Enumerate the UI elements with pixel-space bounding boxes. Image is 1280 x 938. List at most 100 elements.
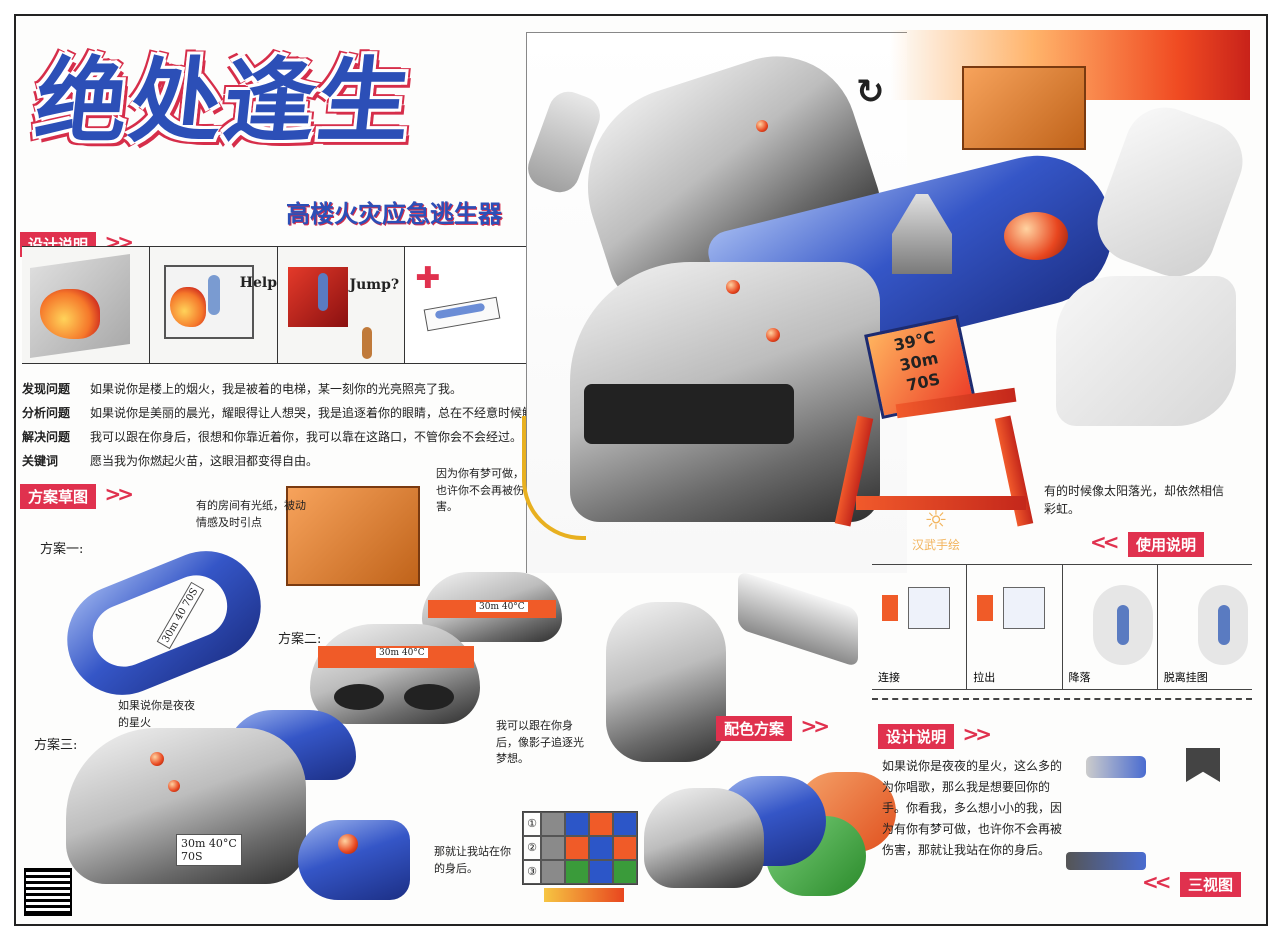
- person-rappelling: [1086, 96, 1254, 288]
- swatch: [589, 860, 613, 884]
- window-icon: [1003, 587, 1046, 629]
- person-figure: [1116, 605, 1129, 645]
- poster-subtitle: 高楼火灾应急逃生器: [286, 200, 502, 228]
- info-row-2: 分析问题 如果说你是美丽的晨光，耀眼得让人想哭，我是追逐着你的眼睛，总在不经意时候…: [22, 404, 582, 421]
- swatch-row-label: ①: [523, 812, 541, 836]
- qr-code: [24, 868, 72, 916]
- section-tag-three-view: << 三视图: [1142, 870, 1242, 897]
- story-panel-4: ✚: [405, 247, 532, 363]
- main-device-slot: [584, 384, 794, 444]
- section-tag-sketch: 方案草图 >>: [20, 482, 134, 509]
- note-stand: 那就让我站在你的身后。: [434, 845, 511, 875]
- watermark: ☼ 汉武手绘: [912, 506, 960, 553]
- swatch: [541, 836, 565, 860]
- front-view-device: [606, 602, 726, 762]
- note-hand: 如果说你是夜夜的星火: [118, 699, 195, 729]
- wall-cabinet: [286, 486, 420, 586]
- info-row-1: 发现问题如果说你是楼上的烟火，我是被着的电梯，某一刻你的光亮照亮了我。: [22, 380, 462, 397]
- scheme3-screen-line1: 30m 40°C: [181, 837, 237, 850]
- swatch: [541, 860, 565, 884]
- section-tag-label: 配色方案: [724, 720, 785, 738]
- right-note: 有的时候像太阳落光，却依然相信彩虹。: [1044, 484, 1225, 516]
- info-label: 分析问题: [22, 406, 71, 420]
- three-view-side: [1186, 748, 1220, 782]
- design-desc2-text: 如果说你是夜夜的星火，这么多的为你唱歌，那么我是想要回你的手。你看我，多么想小小…: [882, 759, 1063, 857]
- color-variant-grey: [644, 788, 764, 888]
- usage-step-3: 降落: [1063, 565, 1158, 689]
- note-top: 因为你有梦可做，也许你不会再被伤害。: [436, 467, 524, 513]
- color-swatch-grid: ① ② ③: [522, 811, 638, 885]
- swatch: [541, 812, 565, 836]
- scheme3-button: [150, 752, 164, 766]
- speech-jump: Jump?: [349, 277, 400, 293]
- story-panel-1: [22, 247, 150, 363]
- stand-crossbar: [856, 496, 1026, 510]
- color-arrow-icon: [544, 888, 624, 902]
- story-strip: Help? Jump? ✚: [22, 246, 532, 364]
- swatch-row-label: ③: [523, 860, 541, 884]
- hand-sketch: [1056, 276, 1236, 426]
- usage-strip: 连接 拉出 降落 脱离挂图: [872, 564, 1252, 690]
- double-arrow-left-icon: <<: [1090, 530, 1119, 554]
- info-text: 如果说你是美丽的晨光，耀眼得让人想哭，我是追逐着你的眼睛，总在不经意时候触碰着你…: [90, 406, 583, 420]
- watermark-text: 汉武手绘: [912, 538, 961, 552]
- swatch: [565, 836, 589, 860]
- speech-help: Help?: [239, 275, 277, 291]
- red-cross-icon: ✚: [415, 261, 441, 296]
- scheme3-screen-line2: 70S: [181, 850, 203, 864]
- three-view-front: [1066, 852, 1146, 870]
- scheme2-hole-right: [404, 684, 454, 710]
- scheme1-label: 方案一:: [40, 542, 84, 557]
- section-tag-label: 使用说明: [1136, 536, 1197, 554]
- section-tag-label: 三视图: [1188, 876, 1234, 894]
- window-icon: [908, 587, 950, 629]
- swatch: [565, 860, 589, 884]
- side-view-device: [738, 570, 858, 668]
- swatch: [589, 812, 613, 836]
- rotate-arrow-icon: ↻: [856, 72, 885, 112]
- info-label: 关键词: [22, 454, 59, 468]
- section-tag-color-scheme: 配色方案 >>: [716, 714, 830, 741]
- note-cabinet: 有的房间有光纸，被动情感及时引点: [196, 499, 306, 529]
- info-label: 发现问题: [22, 382, 71, 396]
- scheme2-label: 方案二:: [278, 632, 322, 647]
- cabinet-icon: [977, 595, 994, 621]
- usage-caption: 拉出: [973, 671, 996, 684]
- scheme2-screen: 30m 40°C: [476, 602, 528, 612]
- info-label: 解决问题: [22, 430, 71, 444]
- spiral-binding: [872, 698, 1252, 712]
- poster-frame: 绝处逢生 高楼火灾应急逃生器 设计说明 >> Help? Jump? ✚: [14, 14, 1268, 926]
- info-row-3: 解决问题 我可以跟在你身后，很想和你靠近着你，我可以靠在这路口，不管你会不会经过。: [22, 428, 522, 445]
- main-device-indicator: [766, 328, 780, 342]
- swatch: [589, 836, 613, 860]
- double-arrow-icon: >>: [962, 722, 992, 746]
- section-tag-design-desc2: 设计说明 >>: [878, 722, 992, 749]
- scheme3-side-button: [338, 834, 358, 854]
- section-tag-label: 方案草图: [28, 488, 89, 506]
- double-arrow-icon: >>: [104, 482, 134, 506]
- person-figure: [361, 327, 372, 359]
- story-panel-3: Jump?: [277, 247, 406, 363]
- note-follow: 我可以跟在你身后，像影子追逐光梦想。: [496, 719, 584, 765]
- section-tag-usage: << 使用说明: [1090, 530, 1205, 557]
- swatch-row-label: ②: [523, 836, 541, 860]
- wall-cabinet-right: [962, 66, 1086, 150]
- info-text: 我可以跟在你身后，很想和你靠近着你，我可以靠在这路口，不管你会不会经过。: [90, 430, 523, 444]
- scheme3-device-side: [298, 820, 410, 900]
- person-figure: [1217, 605, 1230, 645]
- person-figure: [317, 273, 328, 311]
- fire-icon: [169, 287, 206, 327]
- section-tag-label: 设计说明: [886, 728, 947, 746]
- sun-logo-icon: ☼: [924, 506, 948, 536]
- usage-step-1: 连接: [872, 565, 968, 689]
- usage-caption: 脱离挂图: [1163, 671, 1208, 684]
- usage-step-4: 脱离挂图: [1158, 565, 1252, 689]
- scheme3-label: 方案三:: [34, 738, 78, 753]
- double-arrow-left-icon: <<: [1142, 870, 1171, 894]
- main-device-indicator: [726, 280, 740, 294]
- info-row-4: 关键词 愿当我为你燃起火苗，这眼泪都变得自由。: [22, 452, 318, 469]
- usage-step-2: 拉出: [967, 565, 1063, 689]
- info-text: 愿当我为你燃起火苗，这眼泪都变得自由。: [90, 454, 319, 468]
